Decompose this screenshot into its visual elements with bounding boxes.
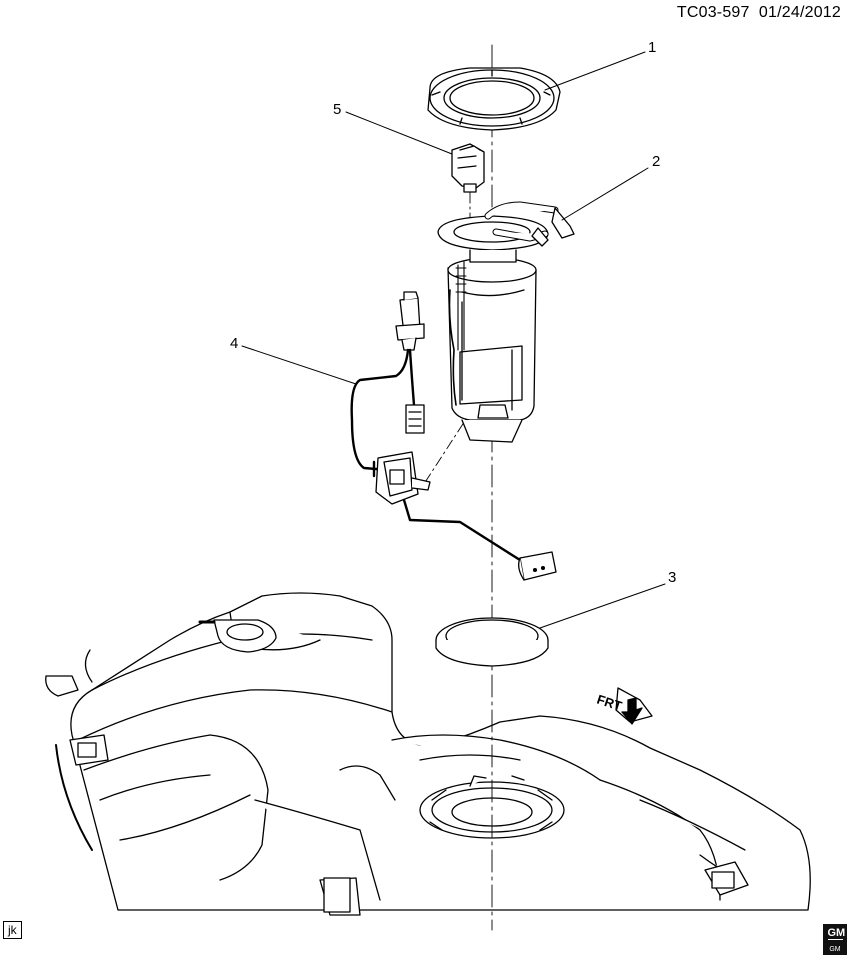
fuel-tank-icon: [45, 592, 811, 916]
gm-logo-subtext: GM: [829, 946, 841, 953]
lock-ring-icon: [427, 67, 561, 131]
callout-3: 3: [668, 569, 676, 586]
callout-1: 1: [648, 39, 656, 56]
drafter-initials: jk: [3, 921, 22, 939]
callout-leaders: [241, 51, 666, 629]
front-direction-arrow-icon: FRT: [595, 687, 653, 725]
gm-logo-text: GM: [827, 927, 846, 940]
fuel-pump-module-icon: [437, 201, 575, 443]
callout-numbers: 1 2 3 4 5: [230, 39, 676, 586]
fuel-level-sensor-icon: [350, 291, 557, 581]
callout-5: 5: [333, 101, 341, 118]
fuel-tank-seal-icon: [435, 617, 549, 667]
gm-logo: GM GM: [823, 924, 847, 955]
front-label: FRT: [595, 692, 624, 714]
doc-id: TC03-597: [676, 4, 750, 21]
callout-4: 4: [230, 335, 238, 352]
doc-date: 01/24/2012: [758, 4, 841, 21]
callout-2: 2: [652, 153, 660, 170]
fuel-pressure-sensor-icon: [451, 143, 485, 193]
document-header: TC03-597 01/24/2012: [677, 4, 841, 22]
